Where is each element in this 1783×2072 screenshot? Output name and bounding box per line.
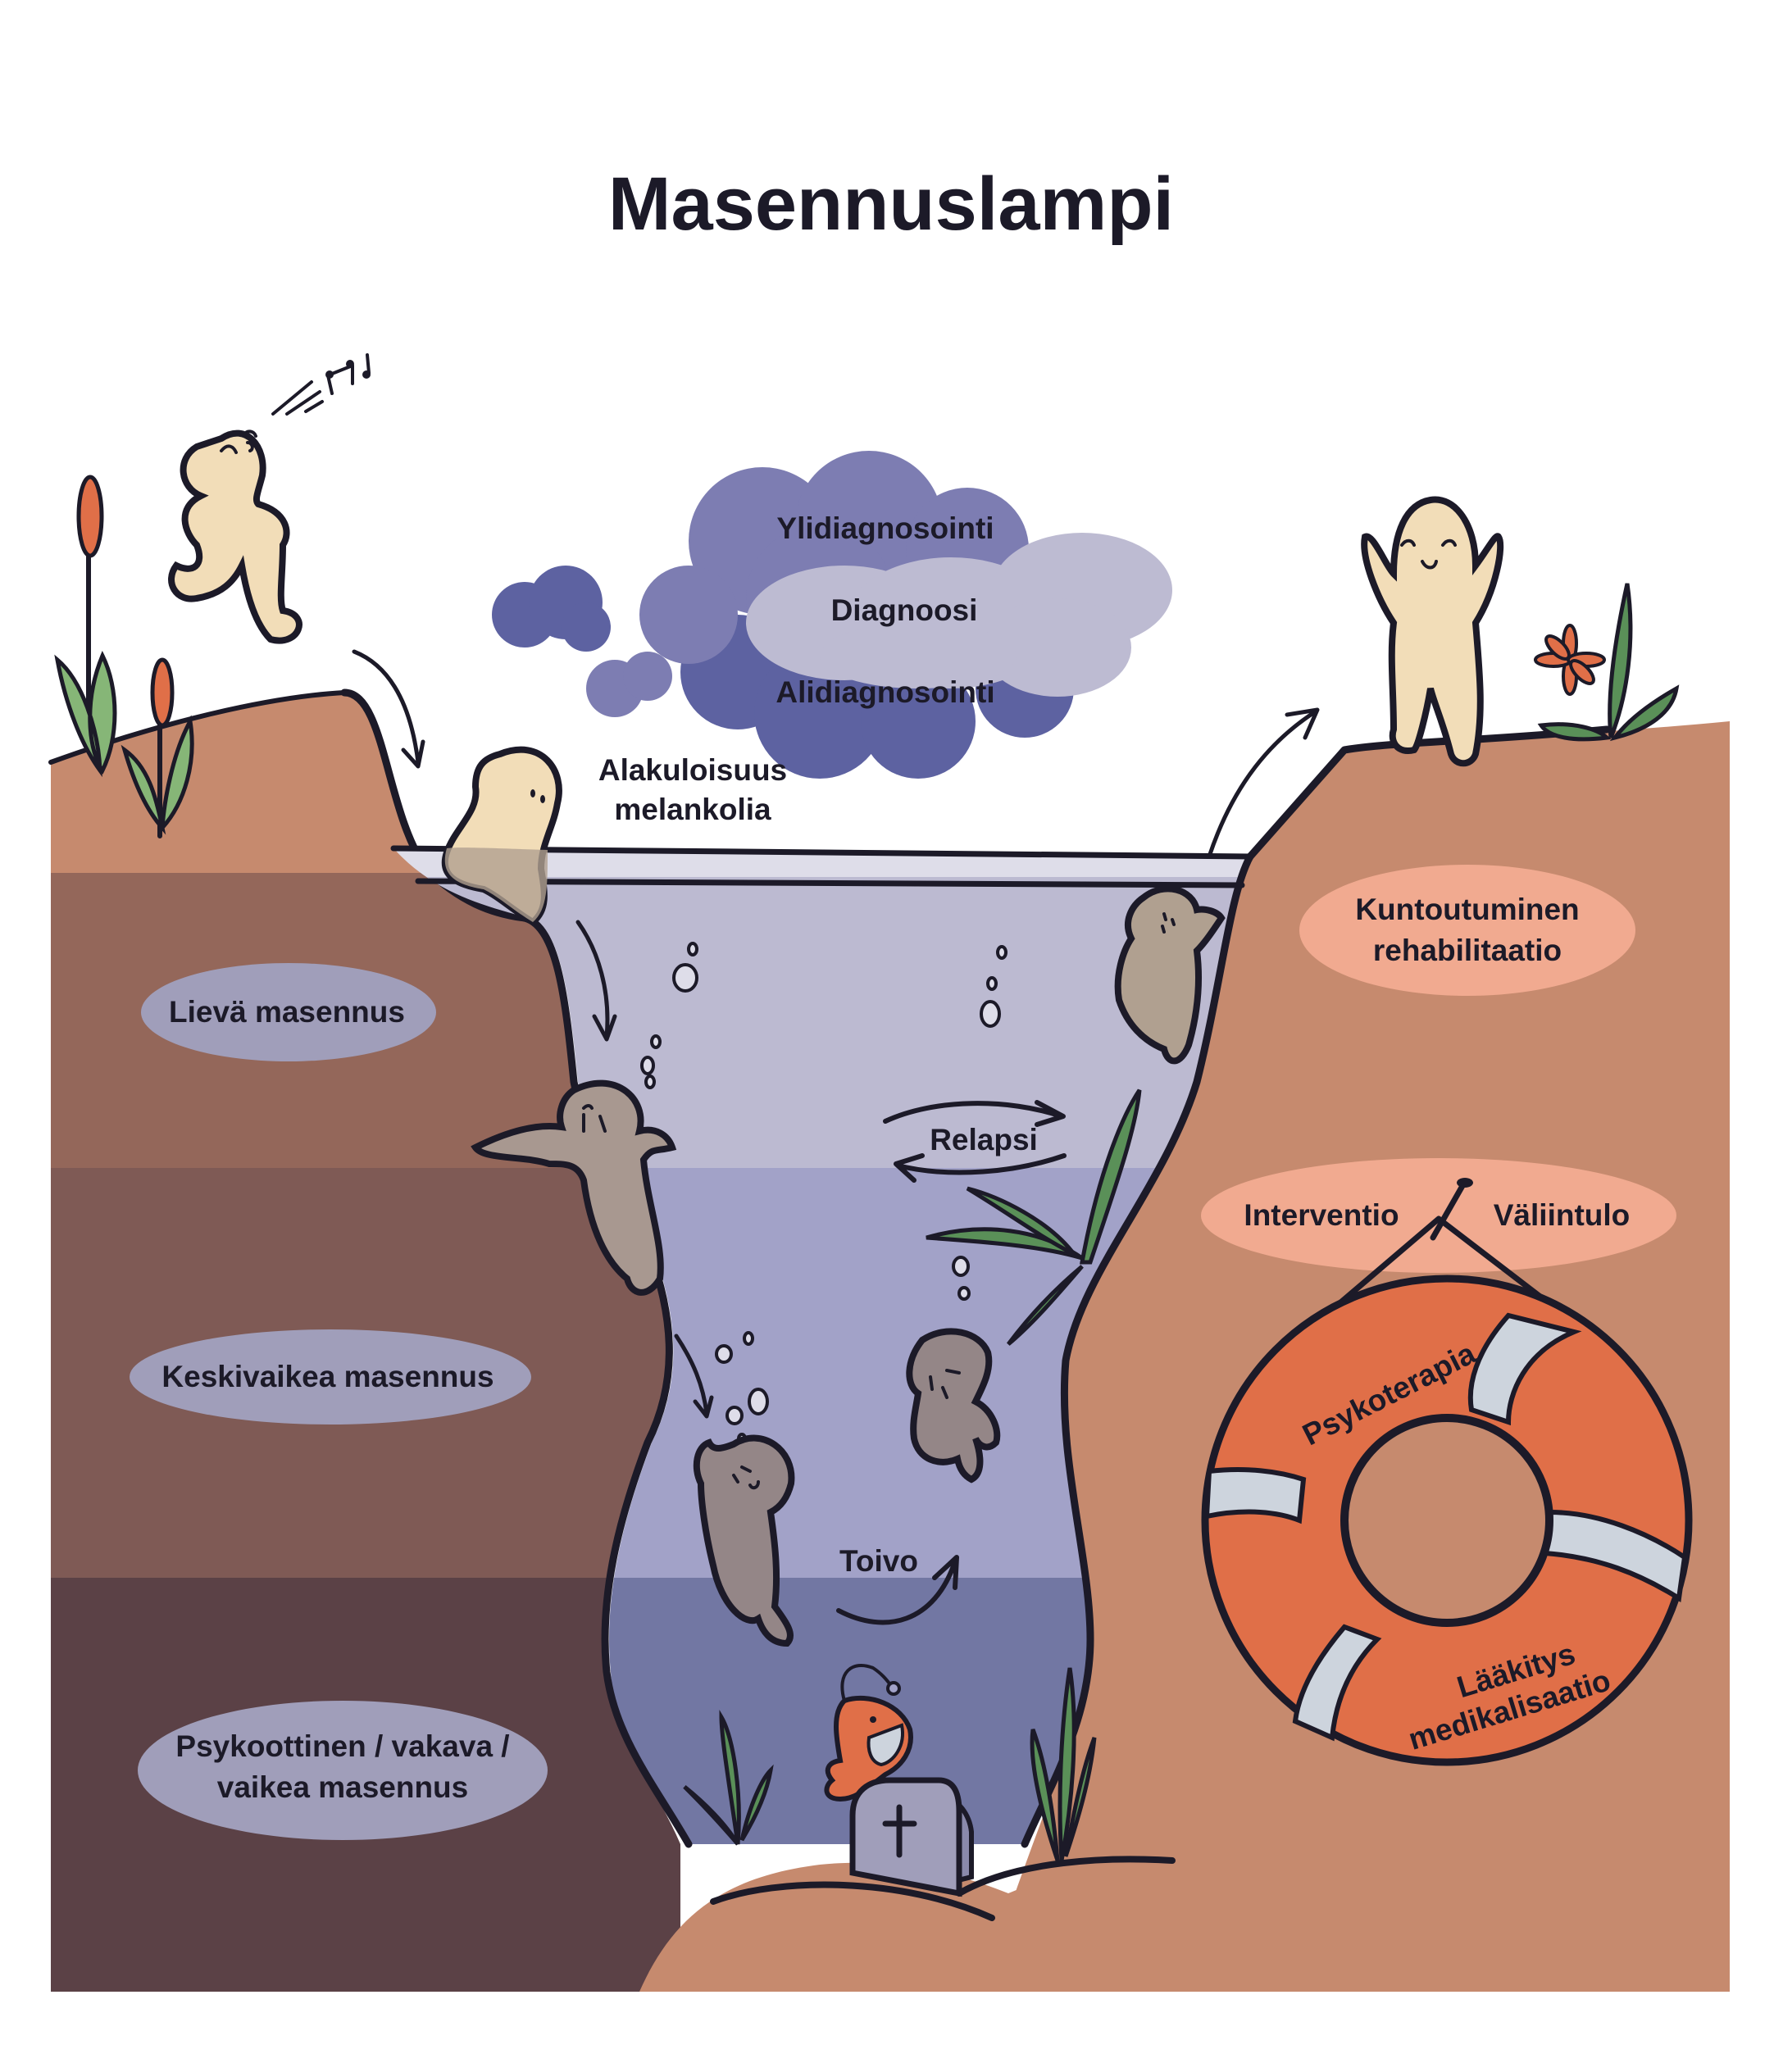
nail-icon	[1430, 1181, 1467, 1241]
page-title: Masennuslampi	[608, 162, 1174, 246]
cloud-label-diagnosis: Diagnoosi	[831, 593, 978, 627]
right-hill-plants	[1534, 583, 1680, 742]
gravestone	[849, 1777, 974, 1897]
cloud-label-overdiagnosis: Ylidiagnosointi	[776, 511, 994, 545]
label-moderate-depression: Keskivaikea masennus	[161, 1360, 494, 1393]
diagnosis-clouds: Ylidiagnosointi Diagnoosi Alidiagnosoint…	[492, 451, 1172, 779]
label-hope: Toivo	[839, 1544, 918, 1578]
hope-arrow	[836, 1555, 959, 1625]
climbing-person-2	[906, 1328, 1001, 1484]
label-recovery-line2: rehabilitaatio	[1373, 934, 1562, 967]
surface-label-line2: melankolia	[614, 793, 771, 826]
music-notes-icon	[271, 353, 371, 416]
sad-sitting-person	[441, 746, 562, 926]
seaweed	[683, 1088, 1142, 1861]
flower-icon	[1534, 624, 1606, 696]
relapse-cycle: Relapsi	[883, 1100, 1067, 1183]
relapse-arrow-right	[883, 1100, 1066, 1127]
label-recovery-line1: Kuntoutuminen	[1355, 893, 1579, 926]
happy-cheering-person	[1361, 496, 1504, 767]
label-severe-depression-line1: Psykoottinen / vakava /	[175, 1729, 509, 1763]
intervention-label-group: Interventio Väliintulo	[1201, 1158, 1676, 1273]
label-intervention: Interventio	[1244, 1198, 1399, 1232]
left-hill-plants	[54, 475, 194, 838]
bubbles	[640, 942, 1007, 1444]
lifebuoy: Psykoterapia Lääkitys medikalisaatio	[1201, 1178, 1693, 1766]
hope-group: Toivo	[836, 1544, 959, 1625]
severity-labels: Lievä masennus Keskivaikea masennus Psyk…	[130, 963, 548, 1840]
anglerfish	[824, 1663, 913, 1802]
climbing-person-1	[1114, 885, 1226, 1065]
label-relapse: Relapsi	[930, 1123, 1038, 1156]
label-mild-depression: Lievä masennus	[169, 995, 405, 1029]
sinking-person-2	[693, 1434, 795, 1647]
happy-walking-person	[168, 353, 371, 644]
exit-arrow	[1207, 707, 1320, 859]
relapse-arrow-left	[894, 1153, 1067, 1183]
pond-bottom-mound	[639, 1861, 1189, 1992]
fall-arrow-1	[352, 649, 425, 769]
fall-arrow-2	[575, 920, 617, 1042]
sinking-person-1	[471, 1079, 677, 1296]
surface-label-line1: Alakuloisuus	[598, 753, 787, 787]
recovery-label-group: Kuntoutuminen rehabilitaatio	[1299, 865, 1635, 996]
cross-icon	[882, 1804, 917, 1858]
label-severe-depression-line2: vaikea masennus	[217, 1770, 468, 1804]
cloud-label-underdiagnosis: Alidiagnosointi	[776, 675, 994, 709]
label-valiintulo: Väliintulo	[1494, 1198, 1631, 1232]
fall-arrow-3	[674, 1334, 714, 1419]
